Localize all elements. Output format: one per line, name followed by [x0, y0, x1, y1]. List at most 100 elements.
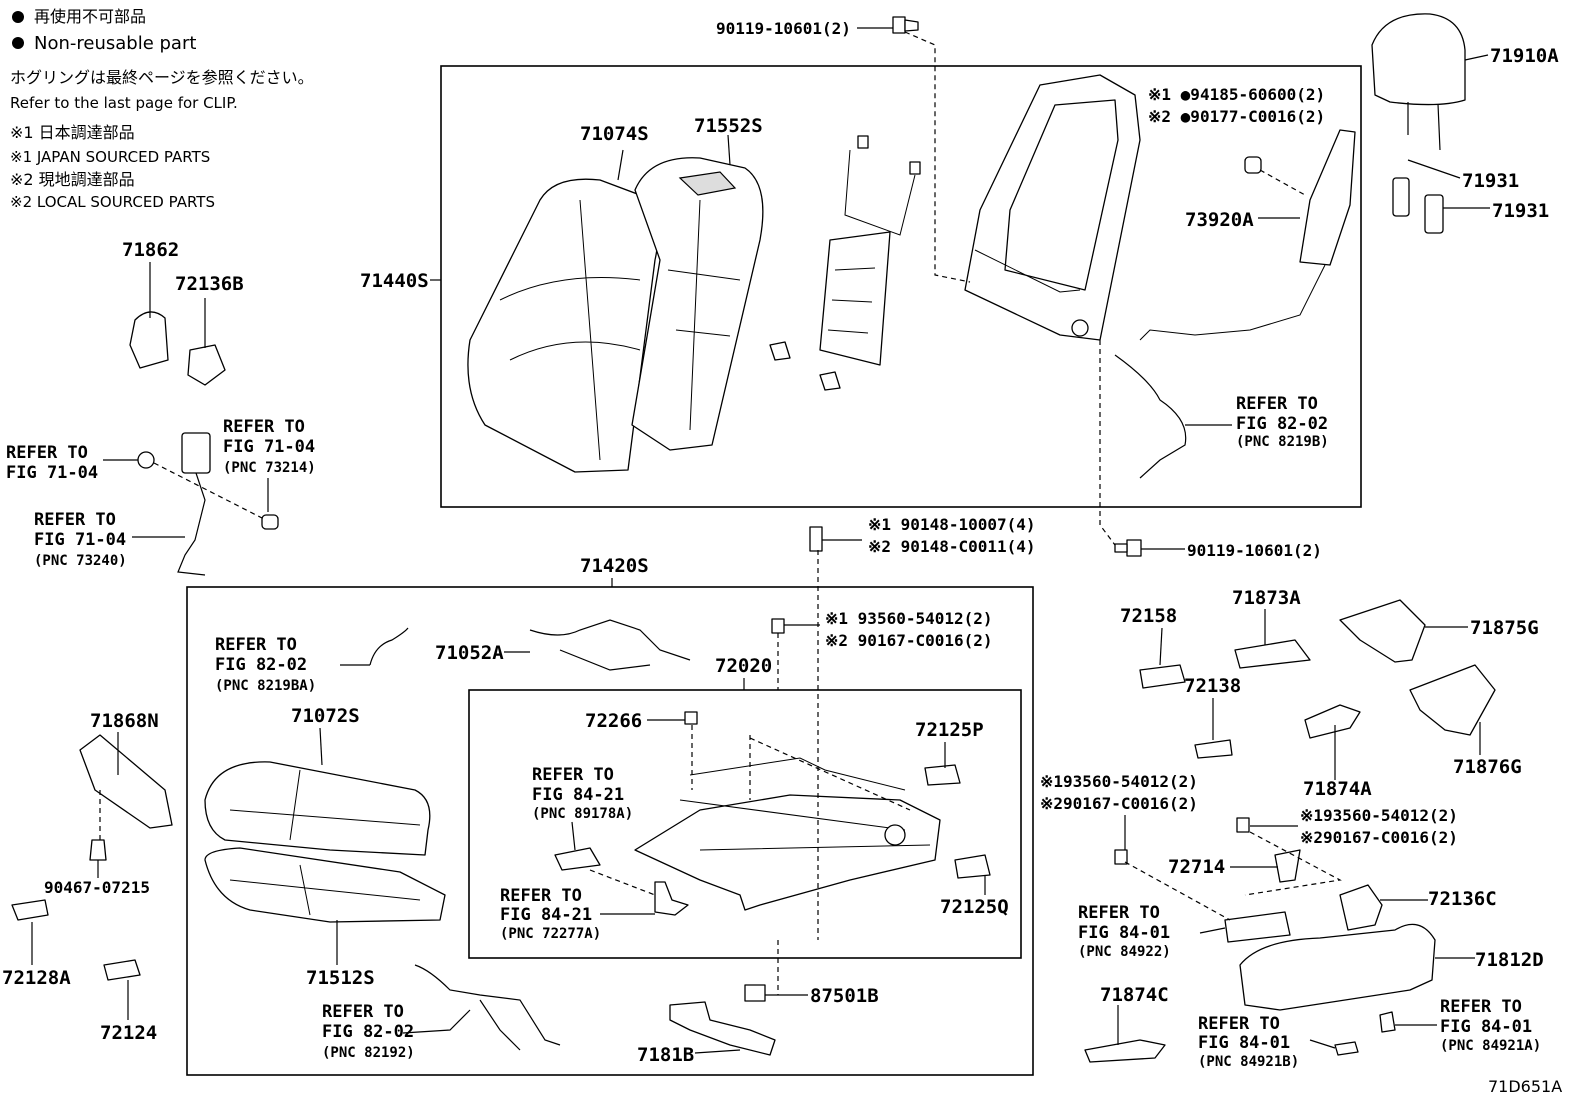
label-90167-r2: ※290167-C0016(2) [1300, 828, 1458, 847]
label-71876g: 71876G [1453, 756, 1522, 778]
lumbar-support-mechanism-part[interactable] [769, 135, 921, 391]
label-71812d: 71812D [1475, 949, 1544, 971]
clip-72138-part[interactable] [1194, 739, 1233, 759]
svg-text:FIG 84-01: FIG 84-01 [1198, 1033, 1290, 1053]
cover-71876g-part[interactable] [1409, 664, 1496, 736]
nut-94185-part[interactable] [1244, 156, 1262, 174]
bolt-90119-top-part[interactable] [892, 16, 919, 34]
bolt-90148-part[interactable] [809, 526, 823, 552]
cover-71874c-part[interactable] [1084, 1039, 1166, 1063]
label-72020: 72020 [715, 655, 772, 677]
bracket-72277a-part[interactable] [654, 881, 689, 916]
headrest-guide-71931-lock-part[interactable] [1424, 194, 1444, 234]
svg-text:FIG 84-21: FIG 84-21 [500, 905, 592, 925]
side-airbag-73920a-part[interactable] [1299, 129, 1356, 266]
refer-to-fig-84-21-89178a[interactable]: REFER TO FIG 84-21 (PNC 89178A) [532, 765, 633, 822]
svg-text:REFER TO: REFER TO [322, 1002, 404, 1022]
seat-adjuster-72020-part[interactable] [634, 757, 941, 911]
seatback-pad-71552s-part[interactable] [631, 157, 764, 451]
seatback-cover-71074s-part[interactable] [467, 178, 659, 473]
svg-text:(PNC 84922): (PNC 84922) [1078, 944, 1171, 960]
screw-93560-right-part[interactable] [1114, 849, 1128, 865]
cover-71862-part[interactable] [129, 311, 169, 369]
seat-cushion-pad-71512s-part[interactable] [204, 847, 446, 923]
seat-harness-71052a-part[interactable] [529, 619, 691, 671]
bracket-72125q-part[interactable] [954, 854, 991, 879]
trim-71868n-part[interactable] [79, 734, 173, 829]
refer-to-fig-84-01-84922[interactable]: REFER TO FIG 84-01 (PNC 84922) [1078, 903, 1171, 960]
refer-to-fig-71-04-73214[interactable]: REFER TO FIG 71-04 (PNC 73214) [223, 417, 316, 476]
svg-text:REFER TO: REFER TO [34, 510, 116, 530]
seatback-frame-part[interactable] [964, 74, 1141, 341]
label-71874a: 71874A [1303, 778, 1372, 800]
seatback-wire-harness-part[interactable] [1114, 354, 1187, 479]
svg-text:(PNC 8219B): (PNC 8219B) [1236, 434, 1329, 450]
cover-72158-part[interactable] [1139, 664, 1186, 689]
refer-to-fig-82-02-82192[interactable]: REFER TO FIG 82-02 (PNC 82192) [322, 1002, 415, 1061]
refer-to-fig-84-21-72277a[interactable]: REFER TO FIG 84-21 (PNC 72277A) [500, 886, 601, 942]
svg-text:REFER TO: REFER TO [500, 886, 582, 906]
switch-87501b-part[interactable] [744, 984, 766, 1002]
legend-note2-ja: ※2 現地調達部品 [10, 170, 135, 189]
non-reusable-dot-icon [12, 37, 24, 49]
svg-text:FIG 82-02: FIG 82-02 [1236, 414, 1328, 434]
svg-text:REFER TO: REFER TO [1236, 394, 1318, 414]
legend-dot-ja: 再使用不可部品 [34, 7, 146, 26]
seat-belt-buckle-part[interactable] [137, 432, 279, 576]
knob-72136b-part[interactable] [187, 344, 226, 386]
refer-to-fig-71-04[interactable]: REFER TO FIG 71-04 [6, 443, 98, 483]
svg-text:FIG 82-02: FIG 82-02 [322, 1022, 414, 1042]
screw-93560-right2-part[interactable] [1236, 817, 1250, 833]
refer-to-fig-71-04-73240[interactable]: REFER TO FIG 71-04 (PNC 73240) [34, 510, 127, 569]
label-94185: ※1 ●94185-60600(2) [1148, 85, 1325, 104]
label-87501b: 87501B [810, 985, 879, 1007]
knob-84921b-part[interactable] [1334, 1041, 1359, 1056]
svg-text:FIG 71-04: FIG 71-04 [6, 463, 98, 483]
label-72136b: 72136B [175, 273, 244, 295]
bracket-7181b-part[interactable] [669, 1001, 776, 1056]
label-71875g: 71875G [1470, 617, 1539, 639]
diagram-id: 71D651A [1488, 1077, 1562, 1096]
refer-to-fig-84-01-84921b[interactable]: REFER TO FIG 84-01 (PNC 84921B) [1198, 1014, 1299, 1070]
bracket-72714-part[interactable] [1274, 849, 1301, 883]
knob-72136c-part[interactable] [1339, 884, 1383, 931]
clip-90467-part[interactable] [89, 839, 107, 861]
clip-72124-part[interactable] [103, 959, 141, 981]
svg-text:FIG 84-01: FIG 84-01 [1078, 923, 1170, 943]
bracket-72125p-part[interactable] [924, 764, 961, 786]
legend-note2-en: ※2 LOCAL SOURCED PARTS [10, 193, 215, 211]
svg-text:FIG 71-04: FIG 71-04 [223, 437, 315, 457]
sensor-89178a-part[interactable] [554, 847, 601, 871]
harness-82192-part[interactable] [414, 964, 561, 1051]
bolt-90119-mid-part[interactable] [1114, 539, 1142, 557]
label-71873a: 71873A [1232, 587, 1301, 609]
screw-93560-mid-part[interactable] [771, 618, 785, 634]
label-71052a: 71052A [435, 642, 504, 664]
cover-71874a-part[interactable] [1304, 704, 1361, 739]
clip-72128a-part[interactable] [11, 899, 49, 921]
cover-71875g-part[interactable] [1339, 599, 1426, 663]
side-cover-71812d-part[interactable] [1239, 923, 1436, 1011]
legend-note1-ja: ※1 日本調達部品 [10, 123, 135, 142]
label-93560-r2: ※193560-54012(2) [1300, 806, 1458, 825]
label-71862: 71862 [122, 239, 179, 261]
label-71074s: 71074S [580, 123, 649, 145]
seat-cushion-cover-71072s-part[interactable] [204, 761, 431, 856]
harness-8219ba-part[interactable] [369, 627, 409, 666]
label-71868n: 71868N [90, 710, 159, 732]
cover-71873a-part[interactable] [1234, 639, 1311, 669]
label-90167-mid: ※2 90167-C0016(2) [825, 631, 993, 650]
refer-to-fig-84-01-84921a[interactable]: REFER TO FIG 84-01 (PNC 84921A) [1440, 997, 1541, 1054]
legend-clip-ja: ホグリングは最終ページを参照ください。 [10, 68, 314, 87]
headrest-guide-71931-part[interactable] [1392, 177, 1410, 217]
label-71552s: 71552S [694, 115, 763, 137]
refer-to-fig-82-02-8219ba[interactable]: REFER TO FIG 82-02 (PNC 8219BA) [215, 635, 316, 694]
switch-84922-part[interactable] [1224, 911, 1291, 943]
bracket-72266-part[interactable] [684, 711, 698, 725]
headrest-71910a-part[interactable] [1371, 13, 1466, 106]
label-90119-top: 90119-10601(2) [716, 19, 851, 38]
refer-to-fig-82-02-8219b[interactable]: REFER TO FIG 82-02 (PNC 8219B) [1236, 394, 1329, 450]
svg-text:REFER TO: REFER TO [1078, 903, 1160, 923]
svg-text:FIG 84-01: FIG 84-01 [1440, 1017, 1532, 1037]
knob-84921a-part[interactable] [1379, 1011, 1396, 1033]
